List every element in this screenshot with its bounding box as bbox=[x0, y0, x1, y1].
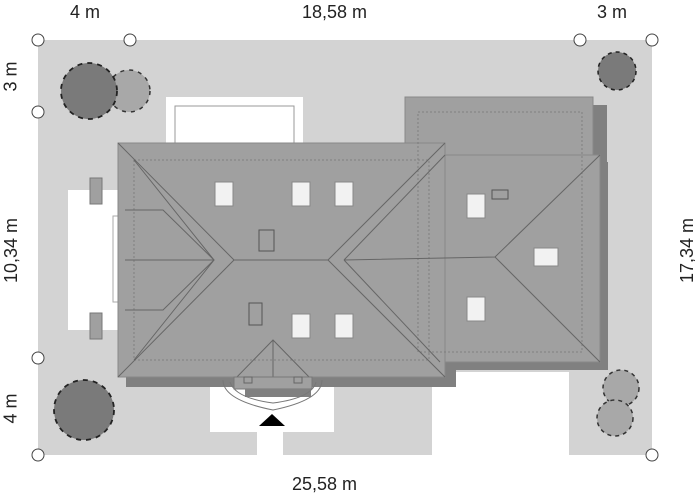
entrance-shadow bbox=[245, 389, 311, 397]
skylights bbox=[214, 181, 559, 339]
tree bbox=[597, 51, 637, 91]
chimneys bbox=[248, 189, 509, 326]
tree bbox=[60, 62, 118, 120]
column bbox=[293, 376, 303, 384]
dim-top-left: 4 m bbox=[70, 2, 101, 22]
column bbox=[243, 376, 253, 384]
dim-top-middle: 18,58 m bbox=[302, 2, 368, 22]
right-wing-roof bbox=[439, 154, 601, 363]
dim-left-middle: 10,34 m bbox=[1, 217, 22, 284]
dim-top-right: 3 m bbox=[597, 2, 628, 22]
top-terrace-inner bbox=[174, 105, 295, 147]
entrance-steps bbox=[229, 381, 317, 404]
left-column bbox=[89, 177, 103, 205]
roof-ridges bbox=[117, 142, 601, 388]
dim-bottom: 25,58 m bbox=[292, 474, 358, 494]
dim-left-top: 3 m bbox=[0, 61, 21, 92]
tree bbox=[53, 379, 115, 441]
survey-marker-icon bbox=[31, 33, 659, 462]
wall-outline bbox=[417, 111, 583, 353]
dim-left-bottom: 4 m bbox=[0, 393, 21, 424]
entrance-arrow-icon bbox=[259, 414, 285, 426]
left-terrace bbox=[68, 190, 120, 330]
tree bbox=[596, 399, 634, 437]
dim-right: 17,34 m bbox=[677, 218, 695, 284]
entrance-steps bbox=[222, 379, 323, 411]
left-column bbox=[89, 312, 103, 340]
tree bbox=[602, 369, 640, 407]
